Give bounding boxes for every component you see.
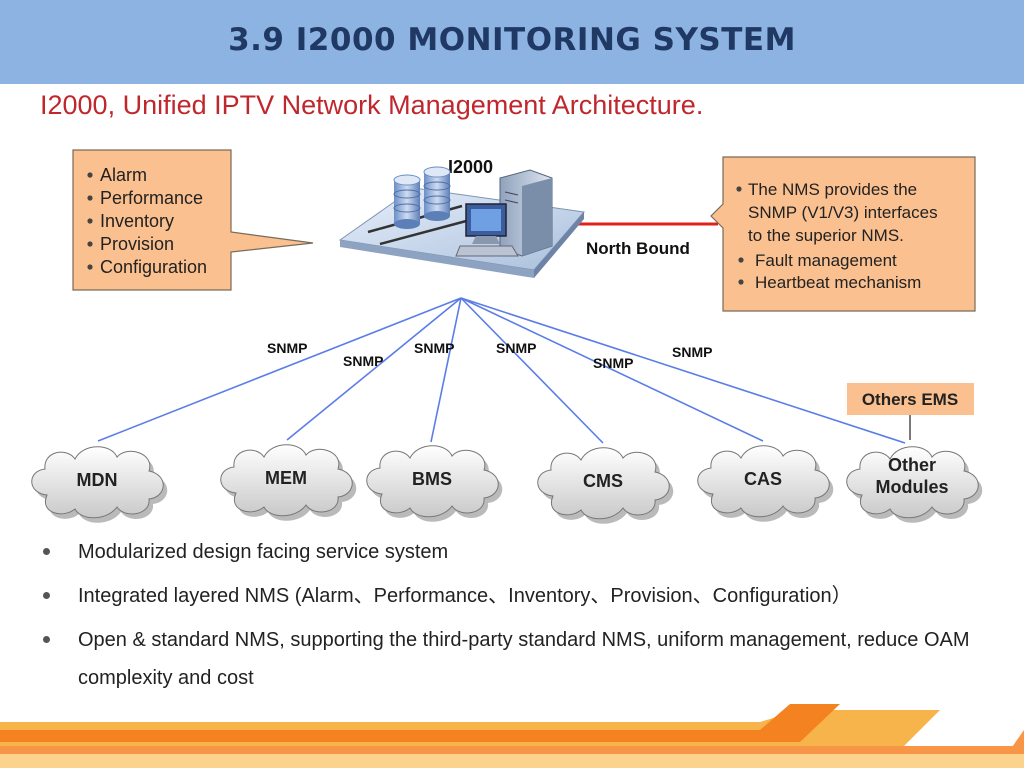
callout-item: Inventory [100,211,174,231]
snmp-label: SNMP [267,340,307,356]
callout-item: The NMS provides the [748,180,917,199]
module-cloud-cas: CAS [697,445,834,522]
link-cas [460,297,764,442]
callout-item: Fault management [755,251,897,270]
snmp-label: SNMP [672,344,712,360]
header-bar: 3.9 I2000 MONITORING SYSTEM [0,0,1024,84]
bullet-item: Integrated layered NMS (Alarm、Performanc… [40,577,1000,615]
callout-item: Heartbeat mechanism [755,273,921,292]
server-tower-icon [499,169,553,257]
nms-callout: The NMS provides the SNMP (V1/V3) interf… [710,156,976,312]
features-callout: Alarm Performance Inventory Provision Co… [72,149,314,291]
database-icon [393,174,421,229]
snmp-label: SNMP [593,355,633,371]
bullet-item: Modularized design facing service system [40,533,1000,571]
monitor-icon [455,203,519,257]
snmp-label: SNMP [496,340,536,356]
module-cloud-mdn: MDN [31,446,168,523]
link-other-modules [460,297,906,444]
server-label: I2000 [448,157,493,177]
snmp-label: SNMP [414,340,454,356]
module-cloud-cms: CMS [537,447,674,524]
architecture-diagram: SNMP SNMP SNMP SNMP SNMP SNMP Alarm Perf… [31,149,983,524]
module-cloud-mem: MEM [220,444,357,521]
link-bms [430,297,462,443]
diagram-subtitle: I2000, Unified IPTV Network Management A… [40,90,704,120]
module-label: BMS [412,469,452,489]
i2000-server-illustration: I2000 [338,157,585,278]
module-label: Other [888,455,936,475]
module-label: Modules [875,477,948,497]
others-ems-label: Others EMS [862,390,958,409]
database-icon [423,166,451,221]
link-mdn [97,297,462,442]
snmp-links [97,297,906,444]
page-title: 3.9 I2000 MONITORING SYSTEM [228,22,796,58]
bullet-item: Open & standard NMS, supporting the thir… [40,621,1000,697]
module-label: MDN [77,470,118,490]
callout-item: Performance [100,188,203,208]
module-label: MEM [265,468,307,488]
footer-stripes [0,704,1024,768]
module-cloud-bms: BMS [366,445,503,522]
callout-item: SNMP (V1/V3) interfaces [748,203,938,222]
snmp-label: SNMP [343,353,383,369]
module-label: CMS [583,471,623,491]
link-cms [460,297,604,444]
callout-item: Alarm [100,165,147,185]
north-bound-label: North Bound [586,239,690,258]
callout-item: Configuration [100,257,207,277]
others-ems-box: Others EMS [847,383,974,440]
callout-item: Provision [100,234,174,254]
link-mem [286,297,462,441]
callout-item: to the superior NMS. [748,226,904,245]
module-label: CAS [744,469,782,489]
summary-bullets: Modularized design facing service system… [40,533,1000,703]
